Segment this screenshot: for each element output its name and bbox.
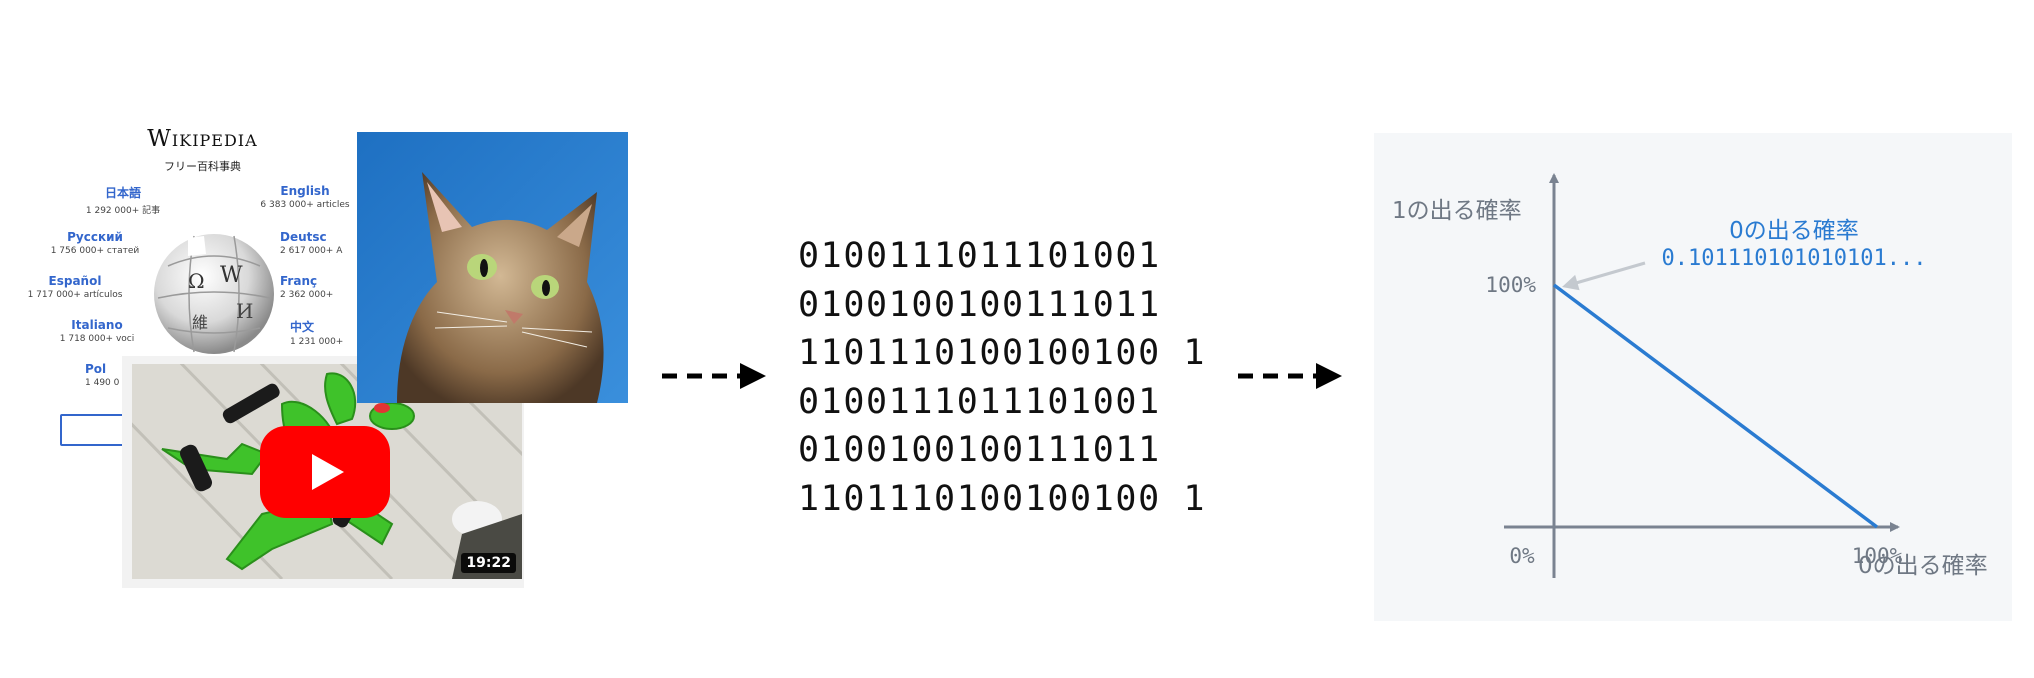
lang-link-chinese[interactable]: 中文 1 231 000+ xyxy=(290,320,344,347)
lang-link-russian[interactable]: Русский 1 756 000+ статей xyxy=(50,230,140,256)
annotation-value: 0.101110101010101... xyxy=(1662,246,1927,271)
youtube-play-icon[interactable] xyxy=(260,426,390,518)
y-axis-label: 1の出る確率 xyxy=(1392,198,1522,224)
binary-row: 0100100100111011 xyxy=(798,284,1161,325)
binary-row: 1101110100100100 1 xyxy=(798,478,1207,519)
globe-glyph-w: W xyxy=(220,263,243,288)
binary-row: 1101110100100100 1 xyxy=(798,333,1207,373)
lang-link-polish[interactable]: Pol 1 490 0 xyxy=(85,362,120,388)
lang-link-japanese[interactable]: 日本語 1 292 000+ 記事 xyxy=(85,186,161,216)
lang-link-italian[interactable]: Italiano 1 718 000+ voci xyxy=(59,318,135,344)
binary-row: 0100100100111011 xyxy=(798,430,1161,470)
annotation-title: 0の出る確率 xyxy=(1729,218,1859,244)
probability-chart: 1の出る確率 0の出る確率 100% 0% 100% 0の出る確率 0.1011… xyxy=(1392,173,1988,579)
binary-row: 0100111011101001 xyxy=(798,236,1161,276)
wikipedia-globe-icon: Ω W И 維 xyxy=(154,234,274,354)
dashed-arrow-icon xyxy=(662,363,766,389)
x-axis-label: 0の出る確率 xyxy=(1858,553,1988,579)
dashed-arrow-icon xyxy=(1238,363,1342,389)
annotation-pointer-head xyxy=(1562,274,1580,291)
x-tick-label: 0% xyxy=(1509,544,1535,568)
globe-glyph-omega: Ω xyxy=(188,269,205,293)
binary-data-block: 0100111011101001 0100100100111011 110111… xyxy=(798,232,1218,523)
cat-image xyxy=(357,132,628,403)
video-duration-badge: 19:22 xyxy=(461,553,516,573)
lang-link-german[interactable]: Deutsc 2 617 000+ A xyxy=(280,230,343,256)
probability-chart-panel xyxy=(1374,133,2012,621)
cat-photo xyxy=(357,132,628,403)
probability-line xyxy=(1552,283,1879,529)
lang-link-spanish[interactable]: Español 1 717 000+ artículos xyxy=(27,274,123,300)
globe-glyph-i: И xyxy=(236,299,253,323)
binary-row: 0100111011101001 xyxy=(798,381,1161,422)
wikipedia-wordmark: Wikipedia xyxy=(147,126,258,152)
wikipedia-portal: Wikipedia フリー百科事典 日本語 1 292 000+ 記事 Engl… xyxy=(28,118,375,448)
wikipedia-tagline: フリー百科事典 xyxy=(164,160,241,173)
globe-glyph-wei: 維 xyxy=(192,313,208,332)
lang-link-french[interactable]: Franç 2 362 000+ xyxy=(280,274,334,300)
lang-link-english[interactable]: English 6 383 000+ articles xyxy=(260,184,350,210)
annotation-pointer xyxy=(1575,261,1646,285)
x-tick-label: 100% xyxy=(1852,544,1903,568)
y-tick-label: 100% xyxy=(1485,273,1536,297)
